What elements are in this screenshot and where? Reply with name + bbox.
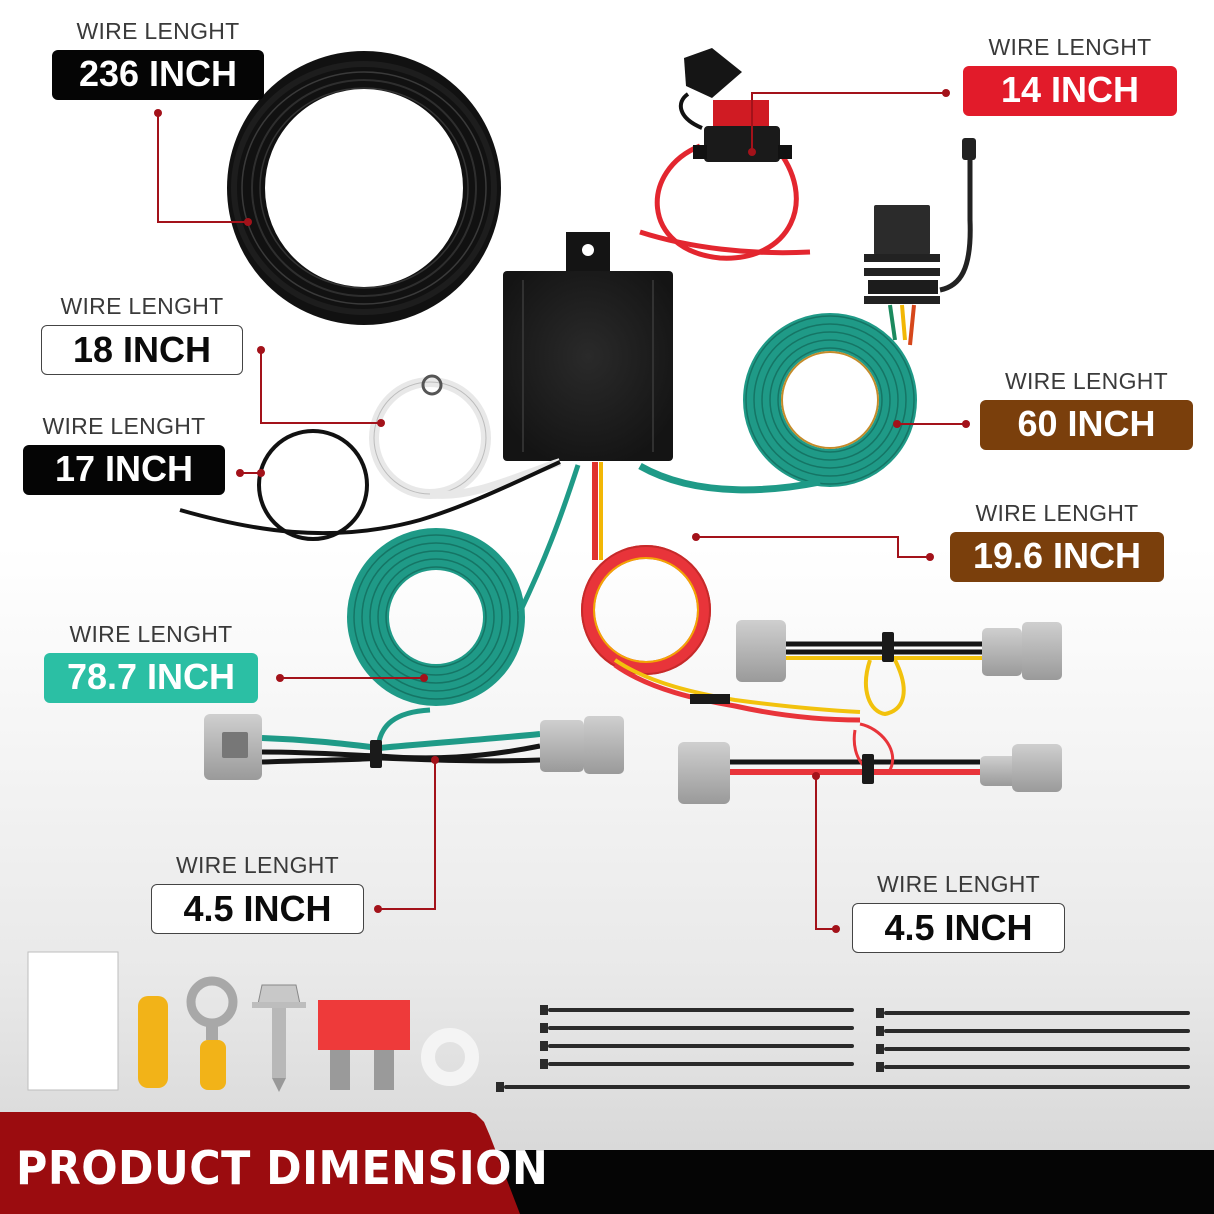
callout-value: 60 INCH <box>980 400 1193 450</box>
callout-19-6-inch: WIRE LENGHT 19.6 INCH <box>950 500 1164 582</box>
callout-caption: WIRE LENGHT <box>42 413 206 439</box>
ring-terminal <box>186 976 238 1090</box>
callout-78-7-inch: WIRE LENGHT 78.7 INCH <box>44 621 258 703</box>
footer-title: PRODUCT DIMENSION <box>16 1141 549 1195</box>
right-t-connector-harness-bottom <box>678 722 1062 804</box>
callout-value: 78.7 INCH <box>44 653 258 703</box>
green-lead-to-coil <box>638 462 821 494</box>
inline-fuse-holder <box>639 48 811 261</box>
leader-lines <box>157 92 966 930</box>
callout-14-inch: WIRE LENGHT 14 INCH <box>963 34 1177 116</box>
washer <box>421 1028 479 1086</box>
callout-value: 18 INCH <box>41 325 243 375</box>
red-yellow-wire-coil <box>581 462 861 723</box>
callout-60-inch: WIRE LENGHT 60 INCH <box>980 368 1193 450</box>
callout-value: 17 INCH <box>23 445 225 495</box>
callout-caption: WIRE LENGHT <box>876 871 1041 897</box>
callout-caption: WIRE LENGHT <box>175 852 340 878</box>
callout-caption: WIRE LENGHT <box>69 621 233 647</box>
leader-dots <box>154 89 970 933</box>
callout-4-5-inch-right: WIRE LENGHT 4.5 INCH <box>852 871 1065 953</box>
callout-caption: WIRE LENGHT <box>1004 368 1169 394</box>
callout-value: 236 INCH <box>52 50 264 100</box>
callout-caption: WIRE LENGHT <box>988 34 1152 60</box>
zip-ties <box>496 1005 1190 1092</box>
callout-18-inch: WIRE LENGHT 18 INCH <box>41 293 243 375</box>
butt-connector <box>138 996 168 1088</box>
callout-value: 4.5 INCH <box>151 884 364 934</box>
blade-fuse <box>318 1000 410 1090</box>
callout-value: 19.6 INCH <box>950 532 1164 582</box>
callout-17-inch: WIRE LENGHT 17 INCH <box>23 413 225 495</box>
callout-caption: WIRE LENGHT <box>60 293 224 319</box>
four-way-connector <box>864 138 976 351</box>
callout-caption: WIRE LENGHT <box>76 18 240 44</box>
green-wire-coil-60 <box>743 313 917 487</box>
callout-4-5-inch-left: WIRE LENGHT 4.5 INCH <box>151 852 364 934</box>
converter-module <box>503 232 673 461</box>
green-wire-coil-78 <box>347 464 581 706</box>
callout-value: 14 INCH <box>963 66 1177 116</box>
black-wire-coil <box>227 51 501 325</box>
black-power-wire <box>179 429 561 541</box>
callout-236-inch: WIRE LENGHT 236 INCH <box>52 18 264 100</box>
accessories <box>27 951 479 1092</box>
footer-title-tab <box>0 1112 520 1214</box>
left-t-connector-harness <box>204 707 624 780</box>
callout-caption: WIRE LENGHT <box>975 500 1139 526</box>
alcohol-pad <box>27 951 119 1091</box>
right-t-connector-harness-top <box>736 620 1062 717</box>
self-tapping-screw <box>252 984 306 1092</box>
callout-value: 4.5 INCH <box>852 903 1065 953</box>
